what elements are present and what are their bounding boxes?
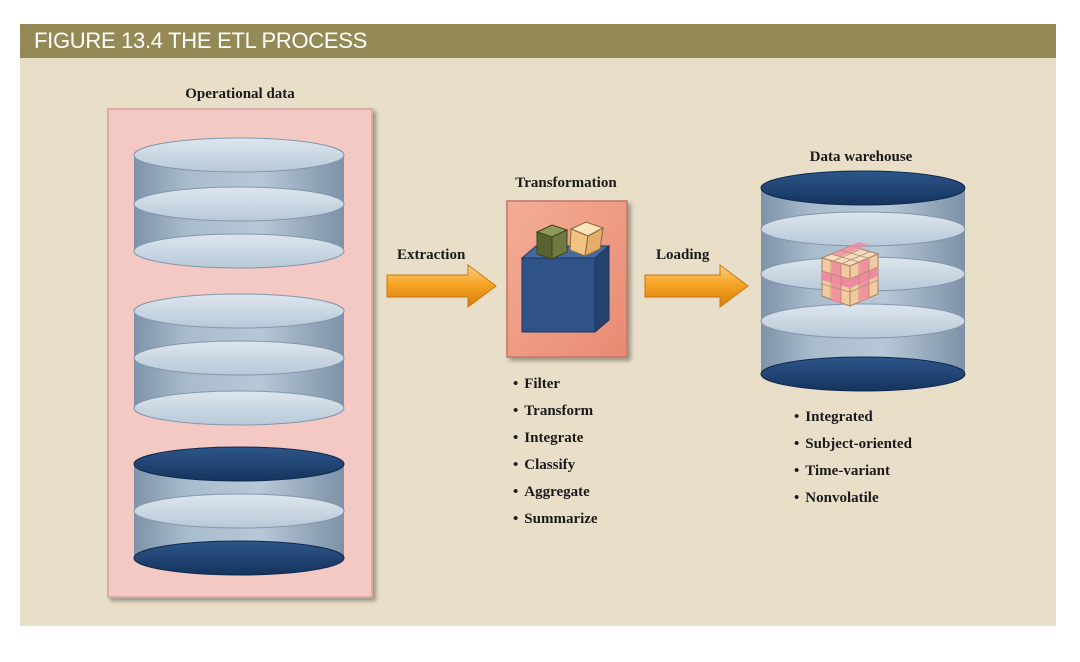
database-cylinder-3 bbox=[133, 446, 345, 576]
data-cube-icon bbox=[820, 242, 880, 307]
list-item: Summarize bbox=[513, 509, 597, 536]
database-cylinder-2 bbox=[133, 293, 345, 426]
list-item: Time-variant bbox=[794, 461, 912, 488]
list-item: Integrate bbox=[513, 428, 598, 455]
list-item: Nonvolatile bbox=[794, 488, 912, 515]
extraction-arrow bbox=[386, 264, 497, 308]
list-item: Aggregate bbox=[513, 482, 598, 509]
data-warehouse-cylinder bbox=[760, 170, 966, 392]
transformation-label: Transformation bbox=[515, 175, 617, 191]
data-warehouse-label: Data warehouse bbox=[809, 149, 913, 165]
list-item: Subject-oriented bbox=[794, 434, 912, 461]
operational-data-label: Operational data bbox=[185, 86, 295, 102]
database-cylinder-1 bbox=[133, 137, 345, 269]
transformation-steps-list: Filter Transform Integrate Classify Aggr… bbox=[513, 374, 598, 536]
list-item: Classify bbox=[513, 455, 598, 482]
list-item: Transform bbox=[513, 401, 598, 428]
transform-box-icon bbox=[520, 221, 611, 334]
olive-cube-icon bbox=[535, 224, 569, 260]
warehouse-traits-list: Integrated Subject-oriented Time-variant… bbox=[794, 407, 912, 515]
loading-arrow bbox=[644, 264, 749, 308]
figure: FIGURE 13.4 THE ETL PROCESS bbox=[20, 24, 1056, 626]
figure-title: FIGURE 13.4 THE ETL PROCESS bbox=[20, 24, 1056, 58]
loading-label: Loading bbox=[656, 247, 710, 263]
extraction-label: Extraction bbox=[397, 247, 466, 263]
etl-diagram bbox=[107, 108, 966, 598]
tan-cube-icon bbox=[569, 221, 605, 257]
list-item: Integrated bbox=[794, 407, 912, 434]
list-item: Filter bbox=[513, 374, 598, 401]
